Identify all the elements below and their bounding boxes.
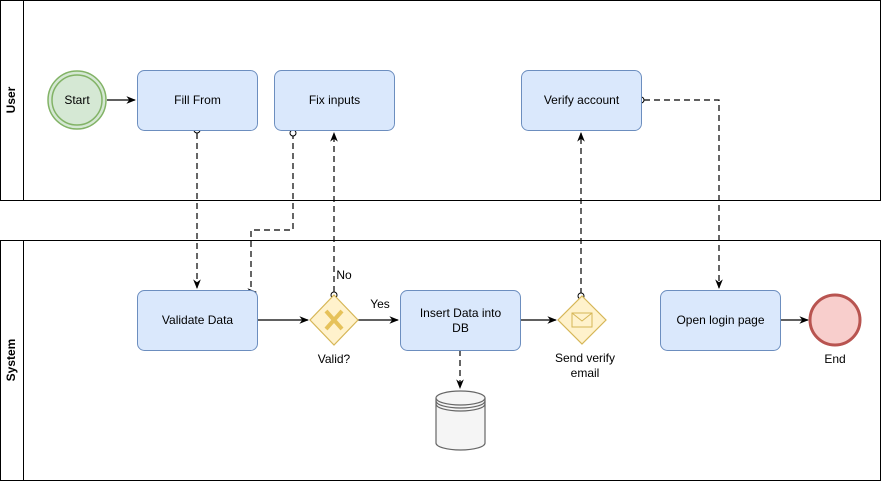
start-label: Start — [64, 93, 90, 107]
task-open-login[interactable]: Open login page — [660, 290, 781, 351]
task-insert-data-label-line1: Insert Data into — [420, 306, 502, 320]
task-verify-account[interactable]: Verify account — [521, 70, 642, 131]
database-icon — [435, 390, 486, 451]
task-fill-form-label: Fill From — [174, 93, 221, 107]
task-validate-data-label: Validate Data — [162, 313, 233, 327]
task-insert-data-label-line2: DB — [452, 321, 469, 335]
event-send-email-label-line1: Send verify — [555, 351, 615, 365]
gateway-valid[interactable]: Valid? — [309, 294, 359, 366]
lane-user-label: User — [4, 86, 18, 113]
end-label: End — [824, 352, 845, 366]
task-insert-data[interactable]: Insert Data into DB — [400, 290, 521, 351]
gateway-valid-label: Valid? — [318, 352, 351, 366]
task-verify-account-label: Verify account — [544, 93, 620, 107]
gateway-x-mark — [324, 309, 344, 331]
event-send-email-label-line2: email — [571, 366, 600, 380]
lane-system-label: System — [4, 339, 18, 382]
start-outer-ring — [47, 70, 107, 130]
edge-label-no: No — [336, 268, 352, 282]
task-fill-form[interactable]: Fill From — [137, 70, 258, 131]
end-event: End — [808, 293, 862, 366]
event-send-email[interactable]: Send verify email — [555, 295, 615, 380]
msg-verify-to-login — [644, 99, 723, 289]
edge-label-yes: Yes — [370, 297, 390, 311]
task-fix-inputs-label: Fix inputs — [309, 93, 360, 107]
task-fix-inputs[interactable]: Fix inputs — [274, 70, 395, 131]
task-validate-data[interactable]: Validate Data — [137, 290, 258, 351]
start-event: Start — [47, 70, 107, 130]
task-open-login-label: Open login page — [676, 313, 764, 327]
